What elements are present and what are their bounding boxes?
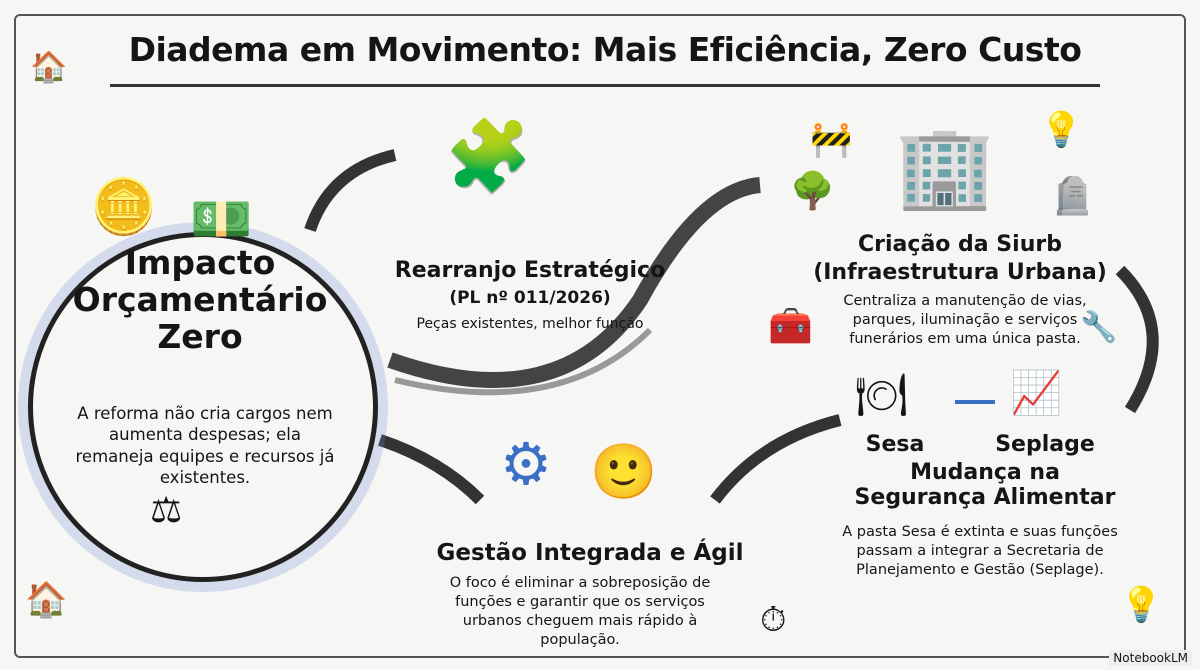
seguranca-body: A pasta Sesa é extinta e suas funções pa… [842,524,1118,578]
arrow-big-swoosh [387,177,762,388]
notebooklm-watermark: NotebookLM [1109,650,1192,666]
park-tree-icon: 🌳 [790,171,835,212]
arrow-to-rearranjo [304,149,397,232]
gestao-heading: Gestão Integrada e Ágil [436,540,744,566]
siurb-heading: Criação da Siurb [858,232,1062,257]
title-underline [110,84,1100,87]
clock-gear-icon: ⚙ [500,430,552,498]
rearranjo-heading: Rearranjo Estratégico [394,258,666,283]
wrench-icon: 🔧 [1080,310,1118,345]
streetlight-icon: 💡 [1040,110,1083,150]
crossed-money-icon: 💵 [190,190,253,248]
siurb-subheading: (Infraestrutura Urbana) [813,260,1107,285]
city-building-icon: 🏢 [895,120,995,213]
house-question-icon: 🏠 [30,50,68,85]
rearranjo-subheading: (PL nº 011/2026) [449,288,611,308]
page-title: Diadema em Movimento: Mais Eficiência, Z… [128,30,1082,69]
rearranging-blocks-icon: 🧩 [445,115,533,197]
siurb-body: Centraliza a manutenção de vias, parques… [843,293,1087,347]
happy-person-icon: 🙂 [590,440,658,503]
rearranjo-body: Peças existentes, melhor função [416,316,644,332]
sesa-label: Sesa [865,432,925,457]
crossed-plate-icon: 🍽 [855,370,909,419]
lightbulb-icon: 💡 [1120,585,1163,625]
stopwatch-icon: ⏱ [760,600,787,640]
seguranca-heading: Mudança na Segurança Alimentar [854,460,1116,511]
crossed-coin-icon: 🪙 [90,175,158,238]
scales-icon: ⚖ [150,490,183,531]
impacto-circle [28,232,378,582]
arrow-to-seguranca [1115,265,1159,414]
gestao-body: O foco é eliminar a sobreposição de funç… [449,575,711,648]
road-repair-icon: 🚧 [810,120,853,160]
seplage-label: Seplage [995,432,1095,457]
house-question-icon: 🏠 [25,580,68,620]
impacto-body: A reforma não cria cargos nem aumenta de… [75,404,335,488]
tombstone-icon: 🪦 [1050,176,1095,217]
arrow-to-gestao-left [378,434,485,505]
gear-chart-icon: 📈 [1010,368,1063,417]
toolbox-icon: 🧰 [768,306,813,347]
arrow-to-gestao-right [710,414,842,504]
sketch-frame [14,14,1186,658]
